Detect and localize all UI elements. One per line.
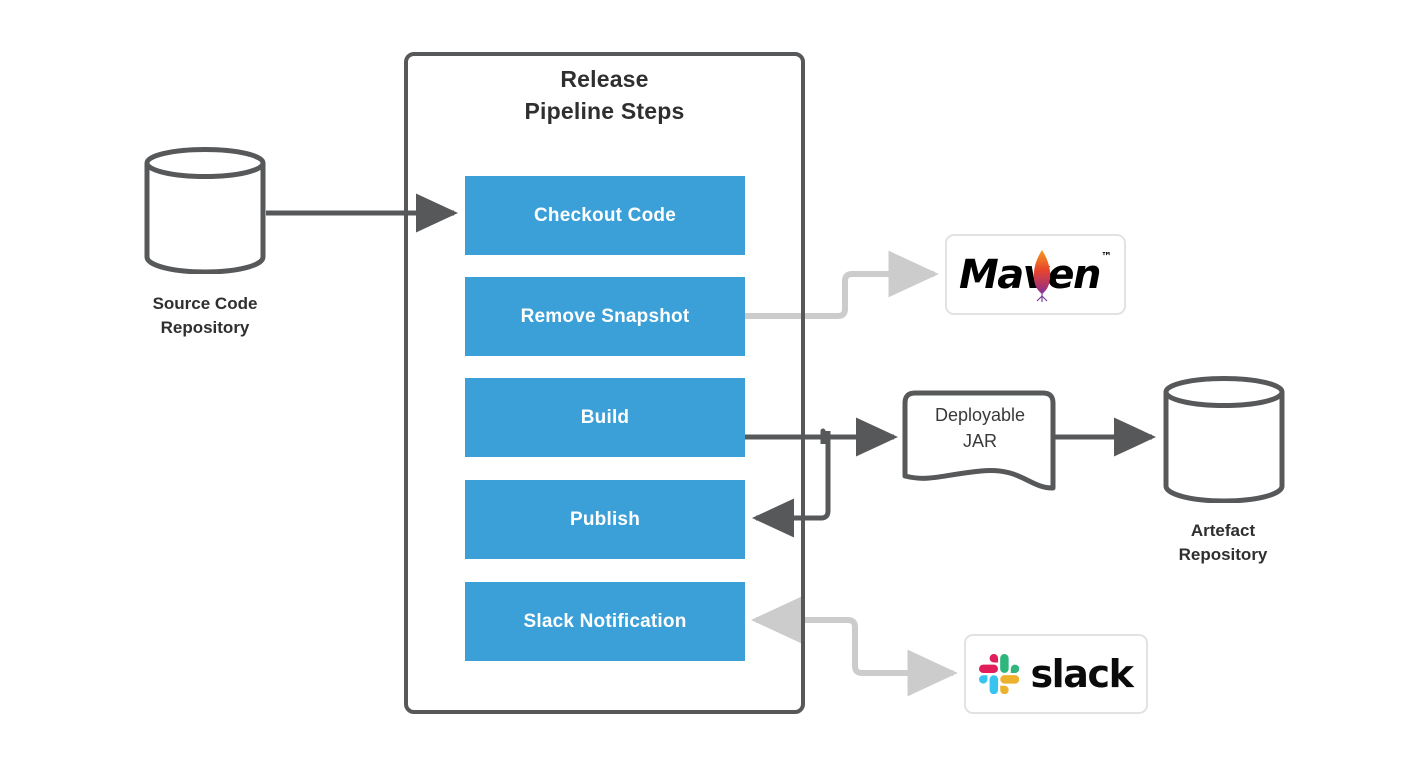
maven-trademark-icon: ™ [1100,250,1112,263]
source-code-repository-label: Source Code Repository [152,294,258,338]
maven-wordmark: Maven [959,251,1101,298]
artefact-repository-label: Artefact Repository [1178,521,1268,565]
slack-hash-icon [979,654,1020,694]
pipeline-step-remove-snapshot[interactable]: Remove Snapshot [465,277,745,356]
step-label: Remove Snapshot [520,305,690,327]
source-code-repository-cylinder-icon [144,147,266,274]
pipeline-step-slack-notification[interactable]: Slack Notification [465,582,745,661]
step-label: Publish [569,508,640,530]
step-label: Checkout Code [534,204,676,226]
release-pipeline-container [404,52,805,714]
artefact-repository-cylinder-icon [1163,376,1285,503]
maven-logo-card[interactable]: Maven ™ [945,234,1126,315]
slack-logo-card[interactable]: slack [964,634,1148,714]
pipeline-step-checkout-code[interactable]: Checkout Code [465,176,745,255]
deployable-jar-label: Deployable JAR [934,405,1026,452]
pipeline-title: Release Pipeline Steps [524,66,685,124]
deployable-jar-document-icon [902,390,1056,491]
pipeline-step-build[interactable]: Build [465,378,745,457]
maven-logo: Maven ™ [959,236,1112,313]
slack-wordmark: slack [1030,652,1133,696]
pipeline-step-publish[interactable]: Publish [465,480,745,559]
step-label: Slack Notification [523,610,687,632]
step-label: Build [580,406,630,428]
slack-logo: slack [979,652,1134,696]
